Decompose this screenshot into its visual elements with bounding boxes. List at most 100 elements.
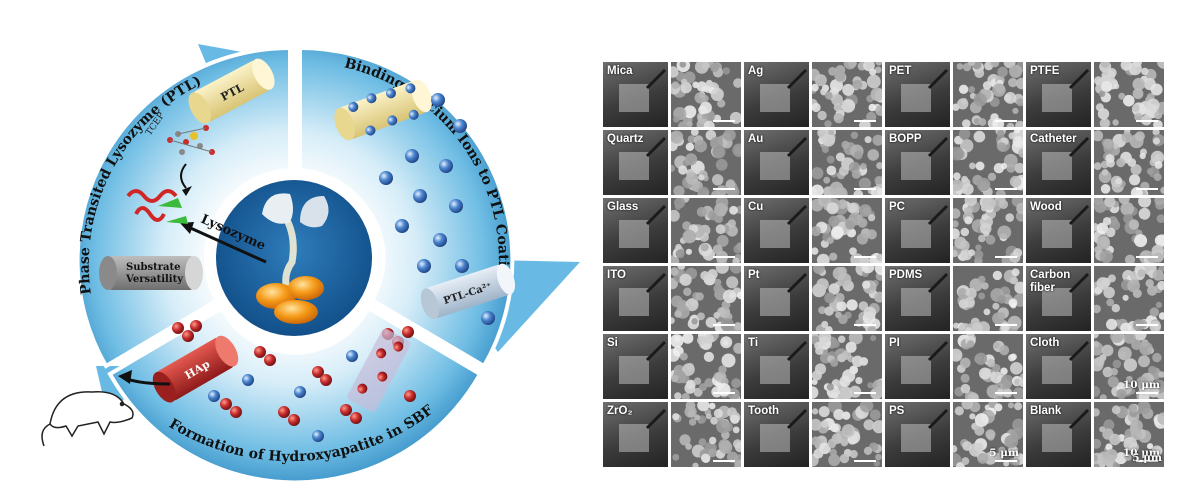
substrate-sample: [619, 152, 649, 180]
substrate-label: Carbon fiber: [1030, 269, 1071, 294]
scale-bar: [854, 188, 876, 190]
substrate-label: PI: [889, 337, 900, 349]
substrate-photo-tooth: Tooth: [744, 402, 809, 467]
substrate-label: BOPP: [889, 133, 922, 145]
blank-extra-scale: 5 μm: [1132, 452, 1162, 464]
sem-image-ti: [812, 334, 882, 399]
scale-bar: [1136, 324, 1158, 326]
substrate-sample: [619, 84, 649, 112]
sem-image-zro: [671, 402, 741, 467]
tweezer-shape: [786, 68, 808, 90]
substrate-label: Au: [748, 133, 764, 145]
scale-bar: [995, 120, 1017, 122]
substrate-photo-cu: Cu: [744, 198, 809, 263]
tweezer-shape: [786, 136, 808, 158]
substrate-photo-catheter: Catheter: [1026, 130, 1091, 195]
tweezer-shape: [1068, 204, 1090, 226]
egg-illustration: [256, 193, 329, 324]
scale-bar: [713, 324, 735, 326]
substrate-label: Cloth: [1030, 337, 1060, 349]
substrate-label: ITO: [607, 269, 626, 281]
tcep-molecule: [167, 125, 215, 155]
tweezer-shape: [645, 68, 667, 90]
substrate-cylinder: Substrate Versatility: [99, 256, 203, 290]
substrate-photo-pc: PC: [885, 198, 950, 263]
substrate-sample: [619, 220, 649, 248]
tweezer-shape: [927, 68, 949, 90]
tweezer-shape: [645, 272, 667, 294]
tweezer-shape: [786, 272, 808, 294]
sem-image-glass: [671, 198, 741, 263]
tweezer-shape: [645, 204, 667, 226]
substrate-sample: [1042, 288, 1072, 316]
substrate-label: Substrate Versatility: [125, 262, 184, 285]
substrate-photo-pt: Pt: [744, 266, 809, 331]
tweezer-shape: [645, 340, 667, 362]
tweezer-shape: [786, 340, 808, 362]
substrate-label: Ti: [748, 337, 759, 349]
substrate-label: Pt: [748, 269, 760, 281]
tweezer-shape: [1068, 68, 1090, 90]
sem-image-catheter: [1094, 130, 1164, 195]
scale-bar: [995, 188, 1017, 190]
mineralizing-cylinder: [347, 328, 411, 412]
substrate-photo-si: Si: [603, 334, 668, 399]
scale-bar: [713, 392, 735, 394]
sem-image-quartz: [671, 130, 741, 195]
substrate-photo-pet: PET: [885, 62, 950, 127]
sem-image-pdms: [953, 266, 1023, 331]
substrate-sample: [1042, 356, 1072, 384]
substrate-sample: [760, 356, 790, 384]
substrate-sample: [901, 356, 931, 384]
substrate-sample: [760, 288, 790, 316]
schematic-diagram: Lysozyme Phase Transited Lysozyme (PTL) …: [0, 0, 580, 485]
substrate-photo-carbon-fiber: Carbon fiber: [1026, 266, 1091, 331]
tweezer-shape: [645, 408, 667, 430]
ptl-calcium-cylinder: [334, 79, 432, 141]
scale-label: 10 μm: [1122, 379, 1160, 391]
substrate-photo-cloth: Cloth: [1026, 334, 1091, 399]
substrate-photo-blank: Blank: [1026, 402, 1091, 467]
scale-bar: [1136, 188, 1158, 190]
scale-bar: [854, 256, 876, 258]
sem-image-pt: [812, 266, 882, 331]
tweezer-shape: [786, 204, 808, 226]
substrate-sample: [1042, 152, 1072, 180]
substrate-sample: [760, 152, 790, 180]
substrate-label: Si: [607, 337, 618, 349]
scale-bar: [995, 256, 1017, 258]
sem-image-pet: [953, 62, 1023, 127]
scale-bar: [854, 460, 876, 462]
scale-bar: [713, 188, 735, 190]
substrate-sample: [760, 424, 790, 452]
tweezer-shape: [786, 408, 808, 430]
tweezer-shape: [1068, 408, 1090, 430]
scale-bar: [1136, 256, 1158, 258]
tweezer-shape: [1068, 340, 1090, 362]
scale-bar: [854, 120, 876, 122]
tweezer-shape: [927, 340, 949, 362]
substrate-label: Catheter: [1030, 133, 1077, 145]
ptl-cylinder: PTL: [188, 58, 275, 124]
sem-image-pi: [953, 334, 1023, 399]
scale-bar: [854, 392, 876, 394]
substrate-photo-bopp: BOPP: [885, 130, 950, 195]
scale-bar: [1136, 120, 1158, 122]
substrate-photo-ito: ITO: [603, 266, 668, 331]
sem-image-ps: 5 μm: [953, 402, 1023, 467]
tweezer-shape: [927, 136, 949, 158]
protein-structure: [126, 189, 188, 224]
substrate-label: Tooth: [748, 405, 780, 417]
tweezer-shape: [1068, 272, 1090, 294]
scale-bar: [995, 392, 1017, 394]
scale-bar: [713, 460, 735, 462]
sem-image-bopp: [953, 130, 1023, 195]
substrate-sample: [901, 288, 931, 316]
sem-image-pc: [953, 198, 1023, 263]
sem-image-si: [671, 334, 741, 399]
tweezer-shape: [927, 408, 949, 430]
sem-image-cu: [812, 198, 882, 263]
substrate-label: ZrO₂: [607, 405, 633, 417]
hap-cylinder: HAp: [152, 335, 239, 403]
